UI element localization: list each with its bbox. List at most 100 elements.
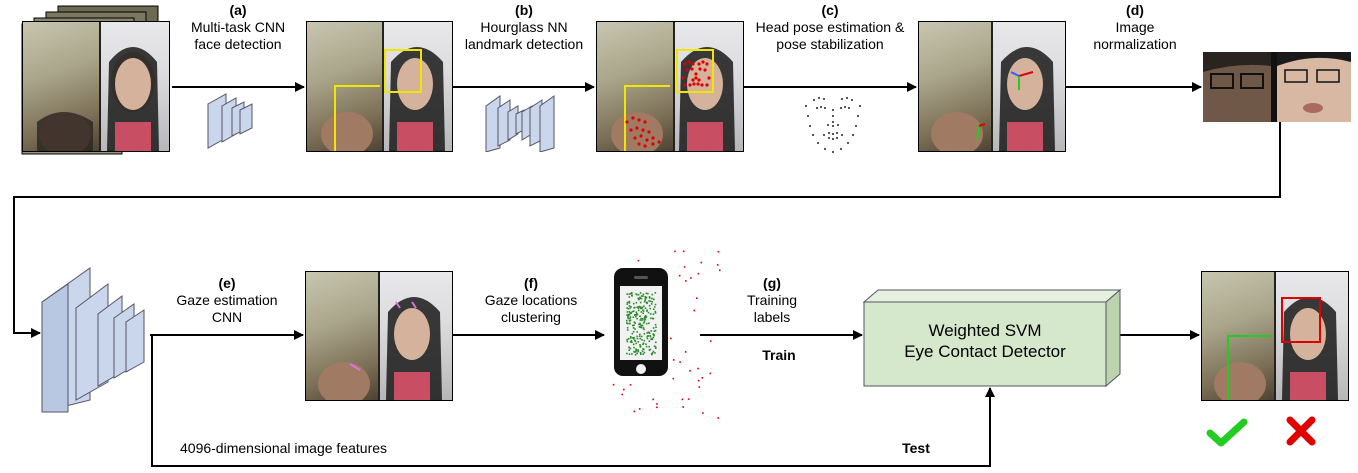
gaze-point xyxy=(642,327,645,329)
step-e-line2: CNN xyxy=(211,309,243,325)
gaze-point xyxy=(626,293,628,295)
features-label: 4096-dimensional image features xyxy=(180,440,388,456)
gaze-outlier-point xyxy=(672,359,675,361)
step-e-tag: (e) xyxy=(218,275,236,291)
gaze-point xyxy=(652,327,655,329)
face-model-icon xyxy=(805,97,861,153)
gaze-point xyxy=(636,352,638,355)
gaze-point xyxy=(639,337,642,340)
gaze-point xyxy=(626,352,628,355)
gaze-outlier-point xyxy=(684,351,687,353)
gaze-point xyxy=(639,315,641,317)
svm-label: Weighted SVM Eye Contact Detector xyxy=(864,320,1106,362)
gaze-point xyxy=(644,318,647,321)
gaze-point xyxy=(655,347,657,349)
gaze-point xyxy=(632,330,635,333)
gaze-outlier-point xyxy=(702,412,704,414)
gaze-point xyxy=(648,322,650,325)
gaze-point xyxy=(639,301,642,304)
gaze-outlier-point xyxy=(637,259,640,262)
gaze-point xyxy=(632,310,635,312)
gaze-point xyxy=(628,300,631,303)
gaze-point xyxy=(635,342,637,345)
gaze-point xyxy=(633,321,636,323)
gaze-point xyxy=(627,313,630,316)
gaze-point xyxy=(639,345,642,348)
gaze-point xyxy=(642,293,645,296)
gaze-outlier-point xyxy=(697,379,700,382)
gaze-point xyxy=(629,307,632,309)
gaze-outlier-point xyxy=(719,269,721,272)
gaze-outlier-point xyxy=(682,250,685,253)
gaze-outlier-point xyxy=(701,377,704,379)
gaze-point xyxy=(644,297,647,299)
gaze-point xyxy=(648,331,650,334)
gaze-point xyxy=(628,322,631,325)
gaze-point xyxy=(637,297,639,300)
gaze-point xyxy=(642,353,644,355)
gaze-point xyxy=(637,309,640,312)
gaze-point xyxy=(641,319,643,322)
step-c-line1: Head pose estimation & xyxy=(755,19,905,35)
gaze-point xyxy=(639,319,642,321)
gaze-point xyxy=(654,312,657,314)
smartphone-icon xyxy=(612,250,721,419)
gaze-point xyxy=(646,302,648,305)
gaze-point xyxy=(639,344,641,346)
normalized-faces xyxy=(1203,52,1351,122)
gaze-outlier-point xyxy=(716,264,719,266)
gaze-point xyxy=(631,310,634,313)
gaze-point xyxy=(631,294,633,296)
gaze-point xyxy=(640,297,643,300)
gaze-outlier-point xyxy=(697,272,700,275)
gaze-point xyxy=(639,333,641,336)
step-b-line1: Hourglass NN xyxy=(480,19,568,35)
gaze-outlier-point xyxy=(696,297,698,299)
gaze-point xyxy=(632,337,634,339)
test-label: Test xyxy=(902,440,930,456)
gaze-point xyxy=(633,346,635,349)
step-b-label: (b) Hourglass NN landmark detection xyxy=(456,2,592,53)
gaze-point xyxy=(635,293,638,296)
gaze-point xyxy=(654,346,657,348)
gaze-point xyxy=(628,346,630,349)
gaze-point xyxy=(638,335,641,338)
gaze-point xyxy=(636,337,639,340)
gaze-point xyxy=(654,310,657,313)
svm-line2: Eye Contact Detector xyxy=(904,342,1066,361)
step-d-line2: normalization xyxy=(1093,36,1177,52)
gaze-point xyxy=(641,306,644,309)
gaze-point xyxy=(639,324,642,326)
gaze-point xyxy=(634,340,637,342)
gaze-point xyxy=(648,349,651,351)
gaze-point xyxy=(632,343,635,346)
gaze-outlier-point xyxy=(656,406,658,409)
gaze-point xyxy=(647,335,649,337)
step-g-label: (g) Training labels xyxy=(724,275,820,326)
frame-landmark-detection xyxy=(596,21,744,152)
gaze-point xyxy=(650,317,652,320)
gaze-point xyxy=(627,307,630,310)
gaze-point xyxy=(648,296,651,298)
step-f-tag: (f) xyxy=(524,275,538,291)
gaze-point xyxy=(640,295,643,297)
gaze-point xyxy=(643,305,645,307)
gaze-point xyxy=(652,313,655,315)
step-a-label: (a) Multi-task CNN face detection xyxy=(172,2,304,53)
step-d-line1: Image xyxy=(1115,19,1155,35)
step-f-line2: clustering xyxy=(501,309,561,325)
gaze-outlier-point xyxy=(670,337,672,340)
check-icon xyxy=(1206,418,1248,447)
gaze-point xyxy=(626,301,629,304)
arrow-wrap xyxy=(13,122,1281,338)
gaze-point xyxy=(634,353,637,356)
gaze-point xyxy=(647,292,649,295)
gaze-point xyxy=(633,350,635,353)
gaze-outlier-point xyxy=(621,393,623,396)
gaze-point xyxy=(645,301,648,304)
gaze-outlier-point xyxy=(674,250,676,253)
gaze-point xyxy=(626,338,628,341)
step-g-tag: (g) xyxy=(763,275,781,291)
gaze-point xyxy=(644,299,646,301)
